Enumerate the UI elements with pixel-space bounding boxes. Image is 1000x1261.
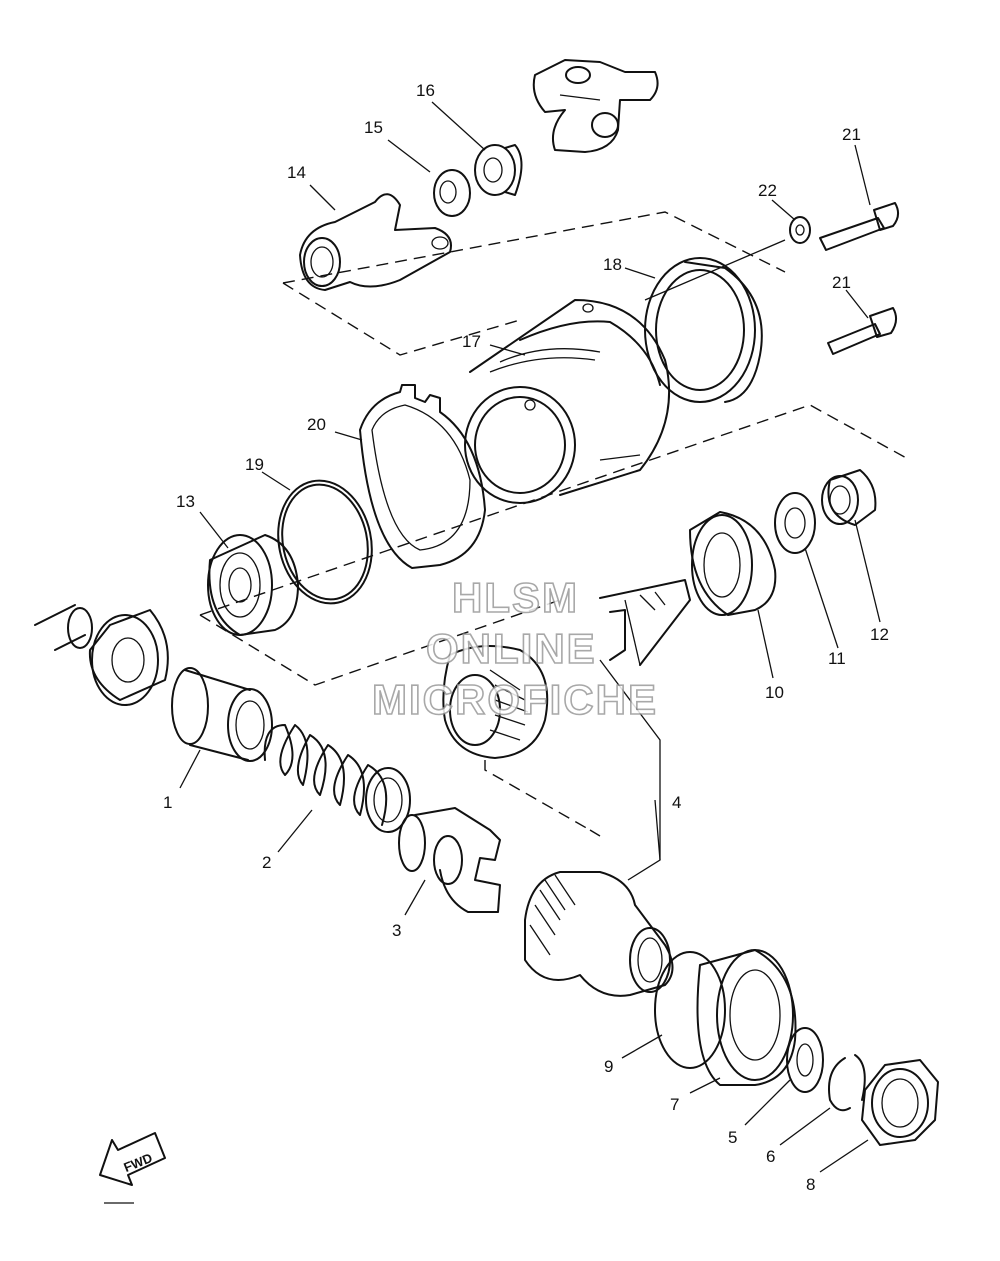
part-10-bearing	[689, 511, 777, 616]
callout-6: 6	[766, 1147, 775, 1166]
callout-17: 17	[462, 332, 481, 351]
callout-14: 14	[287, 163, 306, 182]
callout-10: 10	[765, 683, 784, 702]
part-1-bushing	[171, 667, 273, 762]
callout-13: 13	[176, 492, 195, 511]
part-21-bolt-upper	[819, 202, 899, 251]
shaft-stub	[34, 604, 93, 651]
callout-labels: 1 2 3 4 5 6 7 8 9 10 11 12 13 14 15 16 1…	[163, 81, 889, 1194]
callout-15: 15	[364, 118, 383, 137]
callout-8: 8	[806, 1175, 815, 1194]
callout-12: 12	[870, 625, 889, 644]
part-15-washer	[433, 169, 471, 217]
part-11-washer	[774, 492, 816, 554]
part-4-pinion-shaft	[442, 579, 691, 881]
watermark-line-2: ONLINE	[426, 625, 597, 672]
ring-gear	[524, 871, 674, 997]
callout-5: 5	[728, 1128, 737, 1147]
part-14-yoke	[299, 193, 452, 291]
part-5-washer	[786, 1027, 824, 1093]
callout-19: 19	[245, 455, 264, 474]
part-8-nut	[861, 1059, 939, 1146]
lower-group-frame	[484, 760, 601, 837]
watermark-line-1: HLSM	[452, 574, 579, 621]
part-13-bearing	[207, 534, 299, 636]
callout-4: 4	[672, 793, 681, 812]
callout-1: 1	[163, 793, 172, 812]
middle-group-frame	[199, 404, 911, 686]
upper-group-frame	[282, 211, 786, 356]
part-20-lock-plate	[359, 384, 486, 569]
callout-11: 11	[828, 649, 846, 668]
callout-21-lower: 21	[832, 273, 851, 292]
part-19-o-ring	[277, 479, 373, 605]
part-16-nut	[474, 144, 523, 196]
part-21-bolt-lower	[827, 307, 897, 355]
callout-22: 22	[758, 181, 777, 200]
watermark: HLSM ONLINE MICROFICHE	[371, 573, 658, 724]
callout-21-upper: 21	[842, 125, 861, 144]
forward-arrow-icon: FWD	[99, 1132, 166, 1186]
callout-16: 16	[416, 81, 435, 100]
callout-3: 3	[392, 921, 401, 940]
part-12-seal	[821, 469, 877, 526]
part-17-housing	[464, 299, 671, 504]
part-3-cam-fork	[398, 807, 501, 913]
leader-lines	[179, 101, 881, 1173]
part-2-spring	[263, 724, 411, 833]
callout-2: 2	[262, 853, 271, 872]
callout-9: 9	[604, 1057, 613, 1076]
callout-20: 20	[307, 415, 326, 434]
universal-joint	[532, 59, 659, 153]
watermark-line-3: MICROFICHE	[372, 676, 658, 723]
part-9-shim	[654, 951, 726, 1069]
part-7-bearing	[696, 949, 797, 1086]
part-18-cover	[644, 239, 786, 403]
part-22-washer	[789, 216, 811, 244]
callout-7: 7	[670, 1095, 679, 1114]
callout-18: 18	[603, 255, 622, 274]
part-6-lock-washer	[828, 1054, 866, 1112]
bearing-left	[88, 609, 169, 706]
